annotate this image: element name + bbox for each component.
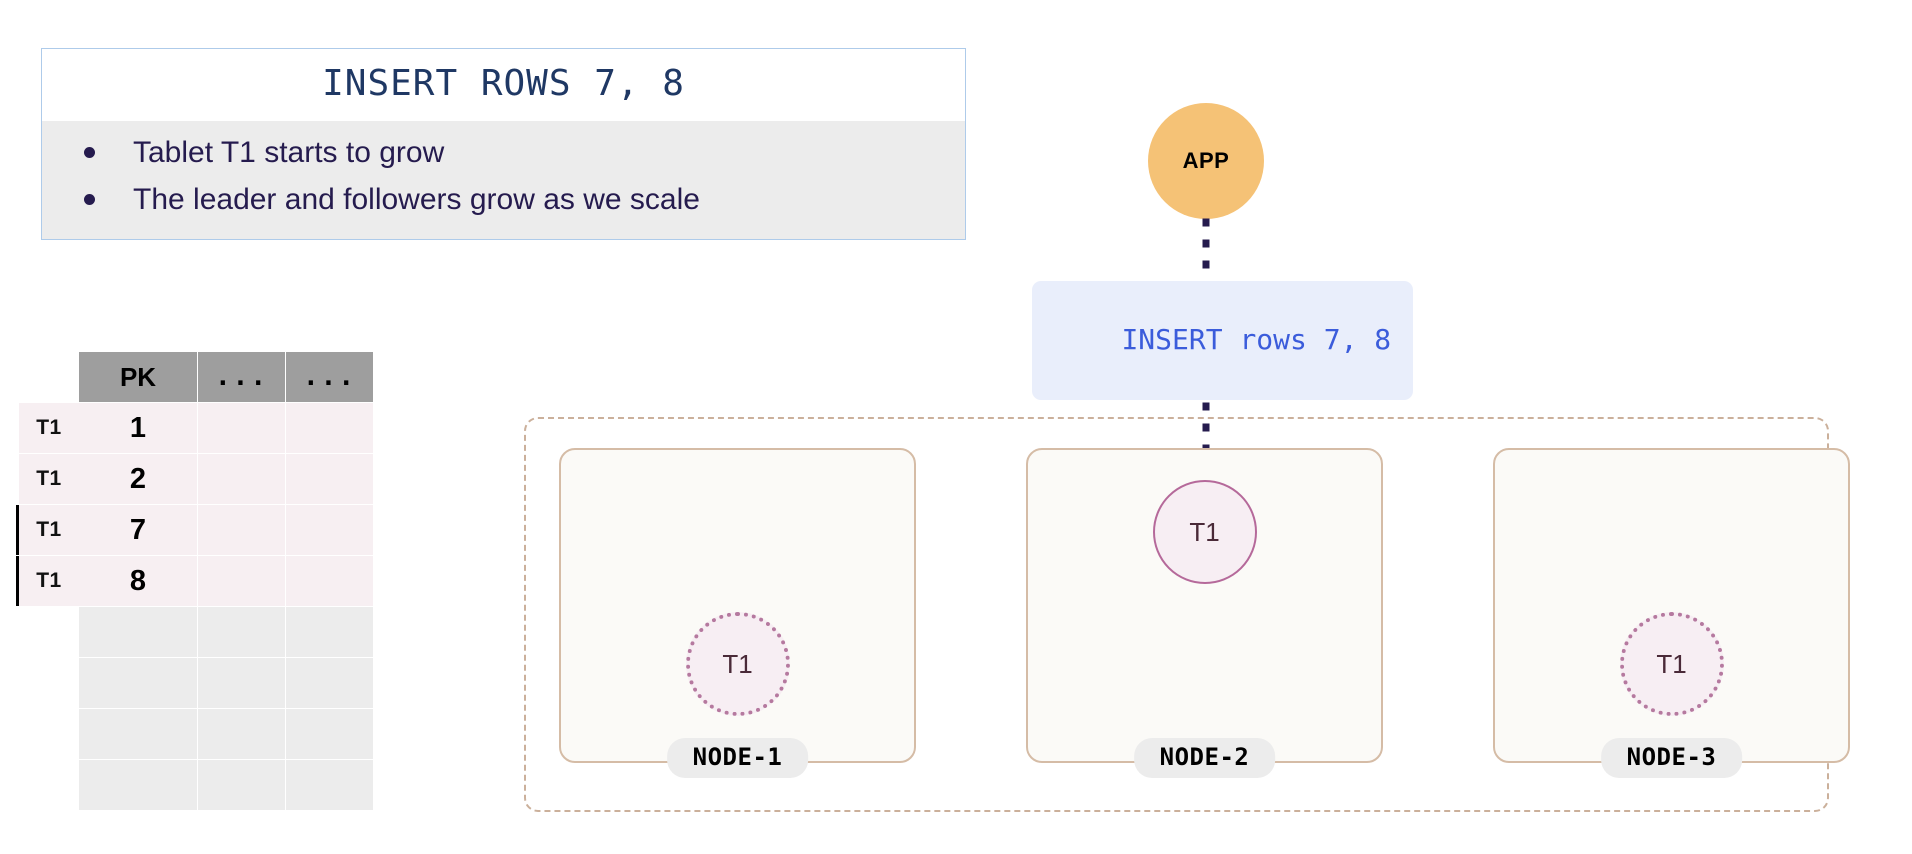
rows-table: PK ... ... T1 1 T	[0, 352, 430, 811]
tablet-tag-label: T1	[36, 569, 62, 592]
cell-blank	[198, 658, 285, 708]
node-2: T1 NODE-2	[1026, 448, 1383, 778]
table-header-row: PK ... ...	[0, 352, 430, 402]
tablet-label: T1	[1189, 516, 1220, 547]
tablet-tag: T1	[19, 403, 79, 453]
table-row-empty	[0, 760, 430, 810]
tablet-label: T1	[1656, 648, 1687, 679]
tablet-tag: T1	[19, 505, 79, 555]
tag-spacer	[0, 760, 79, 810]
list-item: Tablet T1 starts to grow	[42, 130, 965, 177]
table-row-empty	[0, 658, 430, 708]
tablet-tag-label: T1	[36, 416, 62, 439]
column-header-pk: PK	[79, 352, 197, 402]
tablet-tag-label: T1	[36, 518, 62, 541]
bullet-text: The leader and followers grow as we scal…	[133, 182, 700, 216]
row-tag-cell: T1	[0, 505, 79, 555]
node-1-label: NODE-1	[666, 738, 809, 778]
tablet-tag-label: T1	[36, 467, 62, 490]
pk-value: 8	[129, 564, 147, 597]
tablet-label: T1	[722, 648, 753, 679]
callout-bullet-list: Tablet T1 starts to grow The leader and …	[42, 121, 965, 239]
cell-pk: 7	[79, 505, 197, 555]
bullet-dot-icon	[84, 193, 95, 205]
tag-spacer	[0, 658, 79, 708]
cell-blank	[79, 709, 197, 759]
bullet-dot-icon	[84, 147, 95, 158]
tablet-tag: T1	[19, 454, 79, 504]
pk-value: 1	[129, 411, 147, 444]
cell-blank	[198, 760, 285, 810]
app-label: APP	[1182, 148, 1230, 173]
row-tag-cell: T1	[0, 454, 79, 504]
table-row: T1 2	[0, 454, 430, 504]
query-label: INSERT rows 7, 8	[1032, 281, 1414, 400]
column-header-ellipsis-2: ...	[286, 352, 373, 402]
table-row-empty	[0, 709, 430, 759]
cluster-boundary: T1 NODE-1 T1 NODE-2 T1 NODE-3	[524, 417, 1850, 812]
cell-pk: 8	[79, 556, 197, 606]
node-3-label: NODE-3	[1600, 738, 1743, 778]
callout-box: INSERT ROWS 7, 8 Tablet T1 starts to gro…	[41, 48, 966, 240]
cell-blank	[198, 709, 285, 759]
app-node: APP	[1148, 103, 1264, 219]
node-2-label: NODE-2	[1133, 738, 1276, 778]
table-row: T1 1	[0, 403, 430, 453]
cell-blank	[286, 454, 373, 504]
cell-blank	[198, 403, 285, 453]
cell-blank	[79, 658, 197, 708]
pk-value: 7	[129, 513, 147, 546]
node-3: T1 NODE-3	[1493, 448, 1850, 778]
table-row-empty	[0, 607, 430, 657]
row-tag-cell: T1	[0, 556, 79, 606]
callout-title: INSERT ROWS 7, 8	[42, 49, 965, 121]
cell-blank	[286, 403, 373, 453]
list-item: The leader and followers grow as we scal…	[42, 177, 965, 224]
column-header-ellipsis-1: ...	[198, 352, 285, 402]
bullet-text: Tablet T1 starts to grow	[133, 136, 445, 169]
table-row: T1 8	[0, 556, 430, 606]
row-tag-cell: T1	[0, 403, 79, 453]
tag-spacer	[0, 709, 79, 759]
table-row: T1 7	[0, 505, 430, 555]
cell-blank	[79, 607, 197, 657]
cell-blank	[286, 658, 373, 708]
cell-pk: 1	[79, 403, 197, 453]
tag-spacer	[0, 607, 79, 657]
cell-blank	[286, 607, 373, 657]
cell-blank	[198, 454, 285, 504]
cell-blank	[286, 760, 373, 810]
cell-blank	[286, 556, 373, 606]
node-1: T1 NODE-1	[559, 448, 916, 778]
pk-value: 2	[129, 462, 147, 495]
tablet-leader: T1	[1152, 480, 1257, 584]
tag-spacer	[0, 352, 79, 402]
tablet-tag: T1	[19, 556, 79, 606]
cell-blank	[286, 709, 373, 759]
cell-blank	[198, 556, 285, 606]
cell-blank	[79, 760, 197, 810]
tablet-follower: T1	[1619, 612, 1724, 716]
query-text: INSERT rows 7, 8	[1121, 323, 1392, 356]
cell-blank	[198, 505, 285, 555]
cell-blank	[198, 607, 285, 657]
cell-blank	[286, 505, 373, 555]
cell-pk: 2	[79, 454, 197, 504]
tablet-follower: T1	[685, 612, 790, 716]
